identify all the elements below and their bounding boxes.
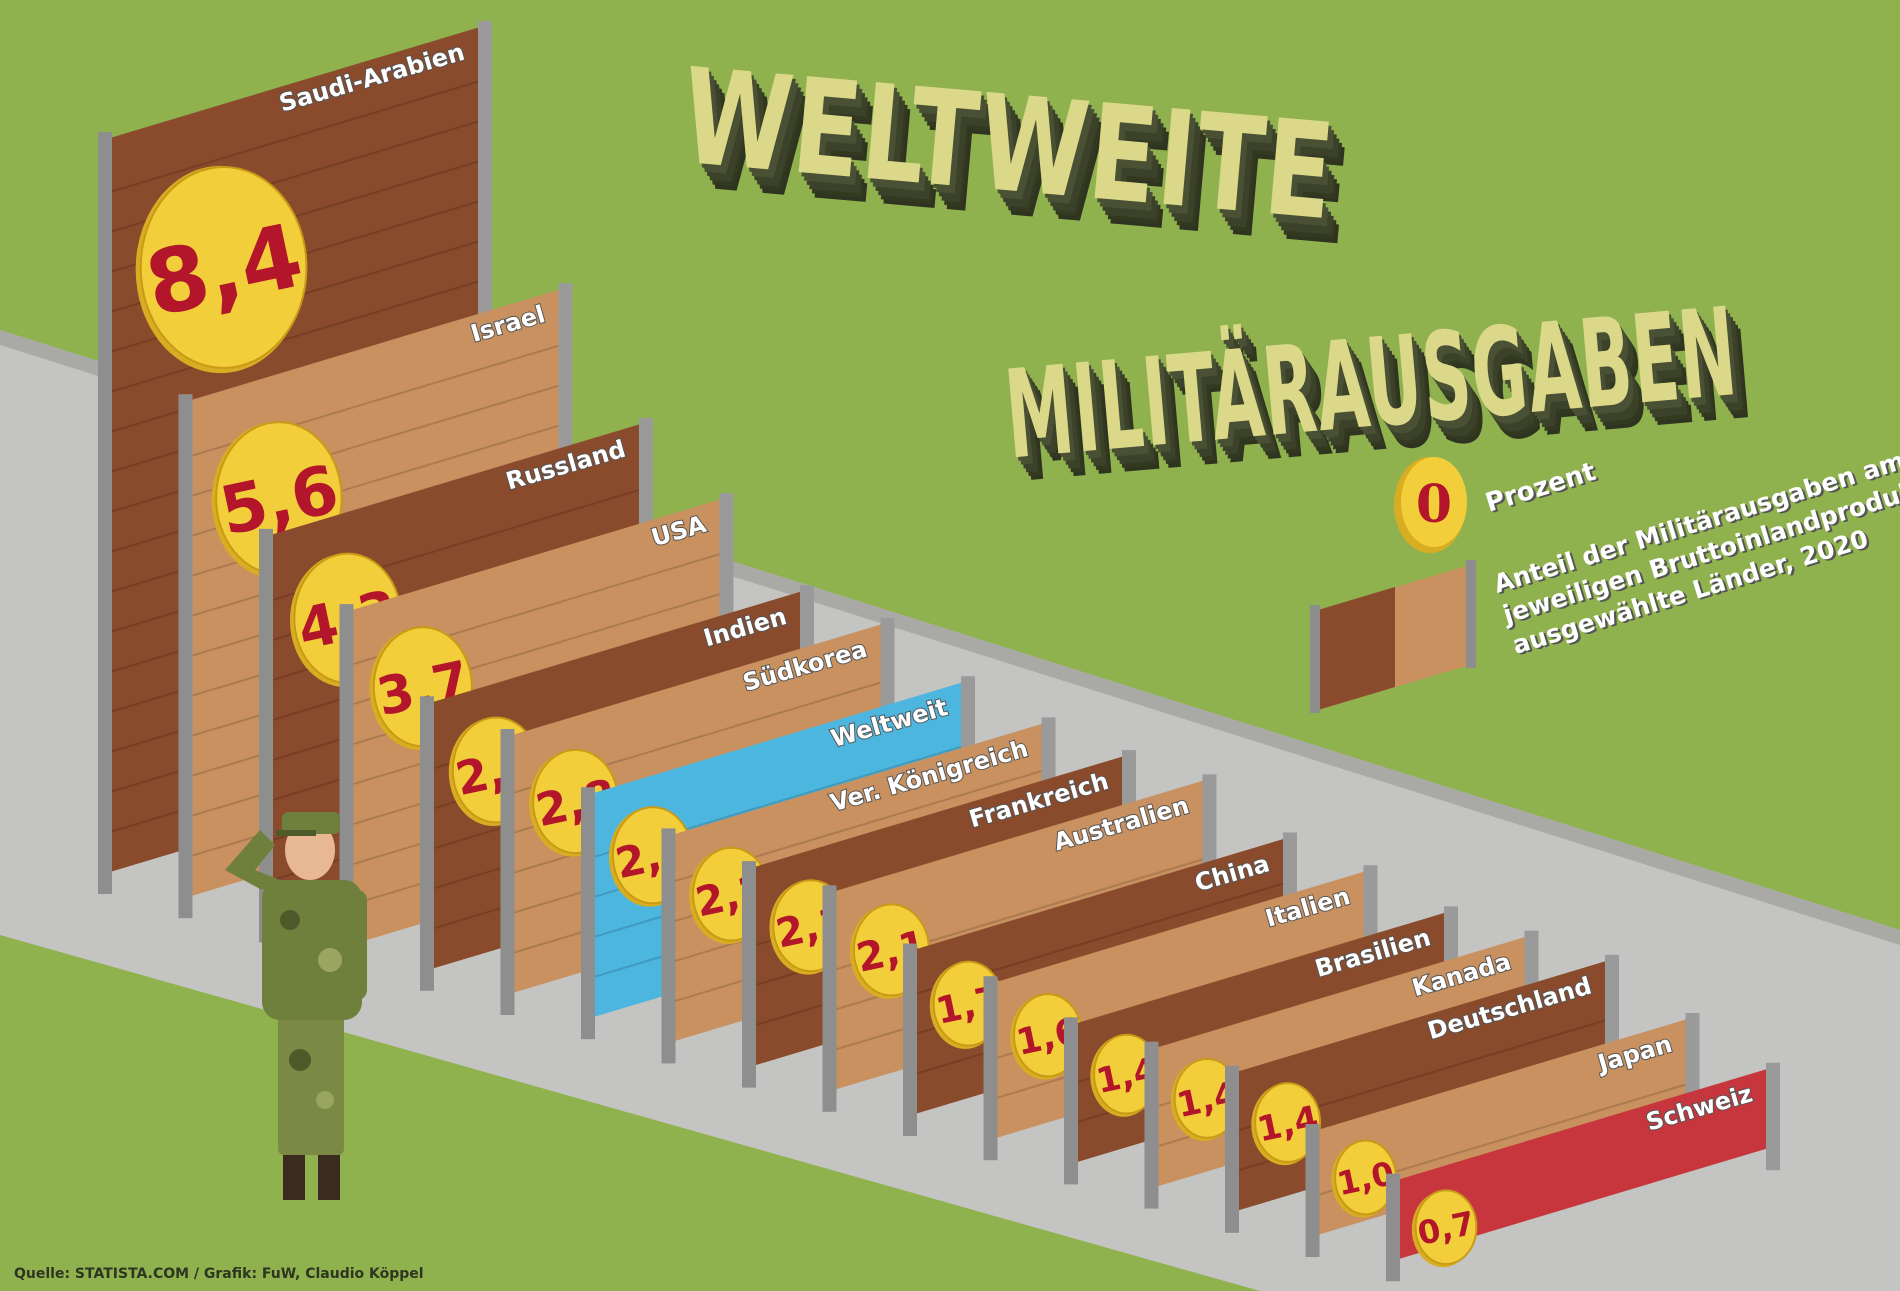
wall-post-left xyxy=(339,604,354,967)
wall-post-left xyxy=(420,696,434,991)
wall-post-right xyxy=(1766,1062,1780,1171)
walls-group: Saudi-Arabien8,4Israel5,6Russland4,3USA3… xyxy=(98,21,1780,1282)
value-coin xyxy=(1254,1082,1322,1163)
wall-post-left xyxy=(983,976,998,1161)
wall-post-left xyxy=(903,943,917,1136)
wall-post-left xyxy=(1386,1173,1400,1282)
wall-post-left xyxy=(581,787,595,1040)
value-coin xyxy=(1414,1189,1478,1266)
wall-plank-line xyxy=(109,80,481,193)
wall-post-left xyxy=(1305,1124,1320,1257)
wall-post-left xyxy=(1064,1017,1078,1185)
wall-post-left xyxy=(1225,1065,1239,1233)
wall-post-left xyxy=(822,885,837,1112)
wall-post-left xyxy=(1144,1041,1159,1209)
wall-post-left xyxy=(178,394,193,919)
legend-wall xyxy=(1310,560,1476,713)
legend-coin-value: 0 xyxy=(1416,474,1452,535)
wall-plank-line xyxy=(109,280,481,393)
legend-coin: 0 xyxy=(1394,457,1467,553)
soldier xyxy=(225,812,367,1200)
value-coin xyxy=(139,166,308,369)
source-credit: Quelle: STATISTA.COM / Grafik: FuW, Clau… xyxy=(14,1266,424,1282)
wall-post-left xyxy=(742,861,756,1088)
wall-post-left xyxy=(500,729,515,1015)
wall-post-left xyxy=(661,828,676,1064)
wall-post-left xyxy=(98,132,112,894)
wall-bar xyxy=(1398,1068,1768,1260)
